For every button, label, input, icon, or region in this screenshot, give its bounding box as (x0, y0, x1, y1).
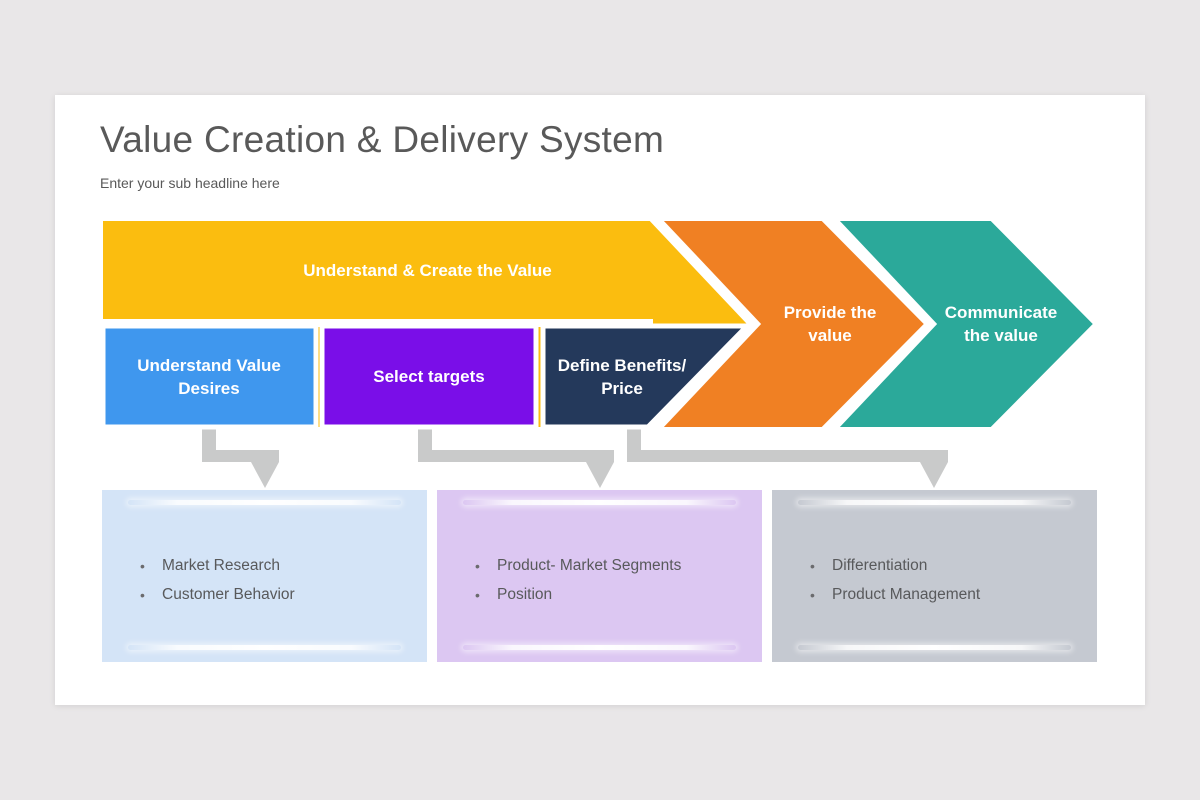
bullet-item: • Market Research (140, 556, 427, 576)
stage-label-understand-create: Understand & Create the Value (303, 261, 552, 280)
bullet-text: Differentiation (832, 556, 928, 574)
shine-line (128, 645, 401, 650)
chevron-communicate-value (826, 215, 1102, 433)
chevron-provide-value (650, 215, 933, 433)
bullet-item: • Customer Behavior (140, 585, 427, 605)
connector-elbow-2 (418, 427, 614, 488)
shine-line (463, 500, 736, 505)
arrowhead-down-icon (251, 462, 279, 488)
slide-card: Value Creation & Delivery System Enter y… (55, 95, 1145, 705)
bullet-text: Product- Market Segments (497, 556, 682, 574)
connector-elbow-3 (627, 427, 948, 488)
stage-label-provide-value: Provide the value (783, 303, 877, 345)
connector-bar (627, 450, 948, 462)
arrowhead-down-icon (586, 462, 614, 488)
bullet-text: Product Management (832, 585, 981, 603)
bullet-text: Position (497, 585, 553, 603)
bullet-item: • Product- Market Segments (475, 556, 762, 576)
bullet-dot-icon: • (475, 586, 480, 603)
bullet-item: • Differentiation (810, 556, 1097, 576)
slide-title: Value Creation & Delivery System (100, 119, 665, 160)
bullet-text: Customer Behavior (162, 585, 295, 603)
slide-subtitle: Enter your sub headline here (100, 175, 280, 191)
substage-select-targets (319, 323, 539, 430)
bullet-dot-icon: • (810, 557, 815, 574)
substage-understand-value-desires (100, 323, 319, 430)
connector-bar (202, 450, 279, 462)
bullet-dot-icon: • (140, 586, 145, 603)
bullet-dot-icon: • (810, 586, 815, 603)
detail-box-differentiation: • Differentiation • Product Management (772, 490, 1097, 662)
shine-line (463, 645, 736, 650)
shine-line (798, 500, 1071, 505)
process-diagram (97, 215, 1102, 488)
chevron-separator (97, 319, 653, 327)
shine-line (128, 500, 401, 505)
bullet-dot-icon: • (475, 557, 480, 574)
substage-define-benefits-price (540, 323, 753, 430)
bullet-dot-icon: • (140, 557, 145, 574)
arrowhead-down-icon (920, 462, 948, 488)
connector-bar (418, 450, 614, 462)
stage-label-communicate-value: Communicate the value (944, 303, 1058, 345)
bullet-item: • Position (475, 585, 762, 605)
connector-elbow-1 (202, 427, 279, 488)
bullet-item: • Product Management (810, 585, 1097, 605)
shine-line (798, 645, 1071, 650)
substage-label-select-targets: Select targets (373, 367, 485, 386)
substage-label-understand-value-desires: Understand Value Desires (137, 355, 281, 398)
bullet-text: Market Research (162, 556, 281, 574)
substage-label-define-benefits-price: Define Benefits/ Price (557, 355, 687, 398)
detail-box-segments: • Product- Market Segments • Position (437, 490, 762, 662)
detail-box-market: • Market Research • Customer Behavior (102, 490, 427, 662)
